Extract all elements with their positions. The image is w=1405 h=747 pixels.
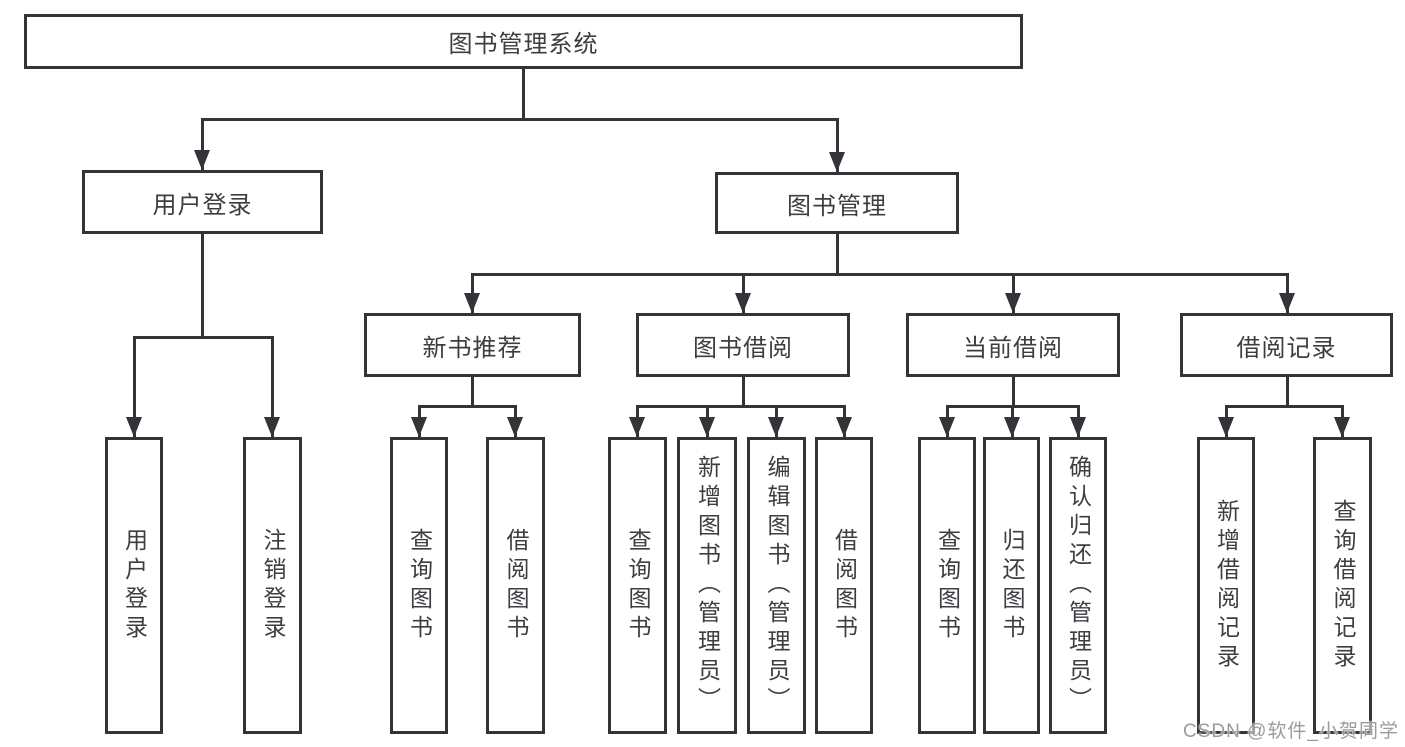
arrowhead-icon: [699, 417, 715, 437]
node-book-management: 图书管理: [715, 172, 959, 234]
leaf-borrow-books: 借阅图书: [815, 437, 873, 734]
leaf-borrow-books-newbook-label: 借阅图书: [503, 527, 529, 644]
connector-line: [471, 377, 474, 408]
leaf-query-books-current: 查询图书: [918, 437, 976, 734]
leaf-query-books-newbook-label: 查询图书: [406, 527, 433, 644]
leaf-edit-books-admin: 编辑图书（管理员）: [747, 437, 806, 734]
arrowhead-icon: [836, 417, 852, 437]
leaf-add-borrow-record: 新增借阅记录: [1197, 437, 1255, 734]
leaf-query-books-current-label: 查询图书: [934, 527, 961, 644]
connector-line: [836, 118, 839, 172]
connector-line: [1012, 377, 1015, 408]
leaf-return-books: 归还图书: [983, 437, 1040, 734]
leaf-add-books-admin-label: 新增图书（管理员）: [694, 455, 721, 716]
node-root-label: 图书管理系统: [448, 31, 599, 58]
connector-line: [1225, 405, 1344, 408]
connector-line: [636, 405, 846, 408]
leaf-return-books-label: 归还图书: [999, 527, 1025, 644]
arrowhead-icon: [126, 417, 142, 437]
arrowhead-icon: [1070, 417, 1086, 437]
node-book-borrow-label: 图书借阅: [693, 334, 793, 362]
arrowhead-icon: [1218, 417, 1234, 437]
node-borrow-records-label: 借阅记录: [1236, 334, 1337, 362]
leaf-logout: 注销登录: [243, 437, 302, 734]
arrowhead-icon: [507, 417, 523, 437]
connector-line: [201, 118, 838, 121]
leaf-borrow-books-newbook: 借阅图书: [486, 437, 545, 734]
leaf-query-books-newbook: 查询图书: [390, 437, 448, 734]
node-borrow-records: 借阅记录: [1180, 313, 1393, 377]
connector-line: [742, 377, 745, 408]
leaf-query-borrow-record-label: 查询借阅记录: [1330, 498, 1356, 673]
arrowhead-icon: [629, 417, 645, 437]
connector-line: [133, 336, 136, 437]
leaf-user-login-label: 用户登录: [121, 527, 148, 644]
node-user-login-label: 用户登录: [152, 191, 253, 219]
connector-line: [201, 234, 204, 338]
leaf-confirm-return-admin: 确认归还（管理员）: [1049, 437, 1107, 734]
node-new-book-recommend-label: 新书推荐: [422, 334, 523, 362]
arrowhead-icon: [1005, 293, 1021, 313]
leaf-borrow-books-label: 借阅图书: [831, 527, 858, 644]
connector-line: [522, 69, 525, 118]
connector-line: [418, 405, 517, 408]
connector-line: [471, 273, 1288, 276]
leaf-query-books-borrow-label: 查询图书: [625, 527, 651, 644]
arrowhead-icon: [411, 417, 427, 437]
leaf-edit-books-admin-label: 编辑图书（管理员）: [764, 455, 790, 716]
node-current-borrow: 当前借阅: [906, 313, 1120, 377]
arrowhead-icon: [939, 417, 955, 437]
leaf-confirm-return-admin-label: 确认归还（管理员）: [1065, 455, 1092, 716]
arrowhead-icon: [735, 293, 751, 313]
connector-line: [201, 118, 204, 170]
node-new-book-recommend: 新书推荐: [364, 313, 581, 377]
leaf-logout-label: 注销登录: [260, 527, 286, 644]
arrowhead-icon: [829, 152, 845, 172]
connector-line: [133, 336, 274, 339]
arrowhead-icon: [464, 293, 480, 313]
arrowhead-icon: [1004, 417, 1020, 437]
node-user-login: 用户登录: [82, 170, 323, 234]
leaf-add-books-admin: 新增图书（管理员）: [677, 437, 737, 734]
csdn-watermark: CSDN @软件_小贺同学: [1183, 721, 1399, 742]
node-root: 图书管理系统: [24, 14, 1023, 69]
connector-line: [836, 234, 839, 275]
node-current-borrow-label: 当前借阅: [963, 334, 1063, 362]
arrowhead-icon: [194, 150, 210, 170]
leaf-user-login: 用户登录: [105, 437, 163, 734]
leaf-add-borrow-record-label: 新增借阅记录: [1213, 498, 1240, 673]
connector-line: [271, 336, 274, 437]
connector-line: [1286, 377, 1289, 408]
leaf-query-borrow-record: 查询借阅记录: [1313, 437, 1372, 734]
arrowhead-icon: [264, 417, 280, 437]
node-book-management-label: 图书管理: [787, 192, 887, 220]
arrowhead-icon: [768, 417, 784, 437]
leaf-query-books-borrow: 查询图书: [608, 437, 667, 734]
arrowhead-icon: [1279, 293, 1295, 313]
arrowhead-icon: [1334, 417, 1350, 437]
node-book-borrow: 图书借阅: [636, 313, 850, 377]
